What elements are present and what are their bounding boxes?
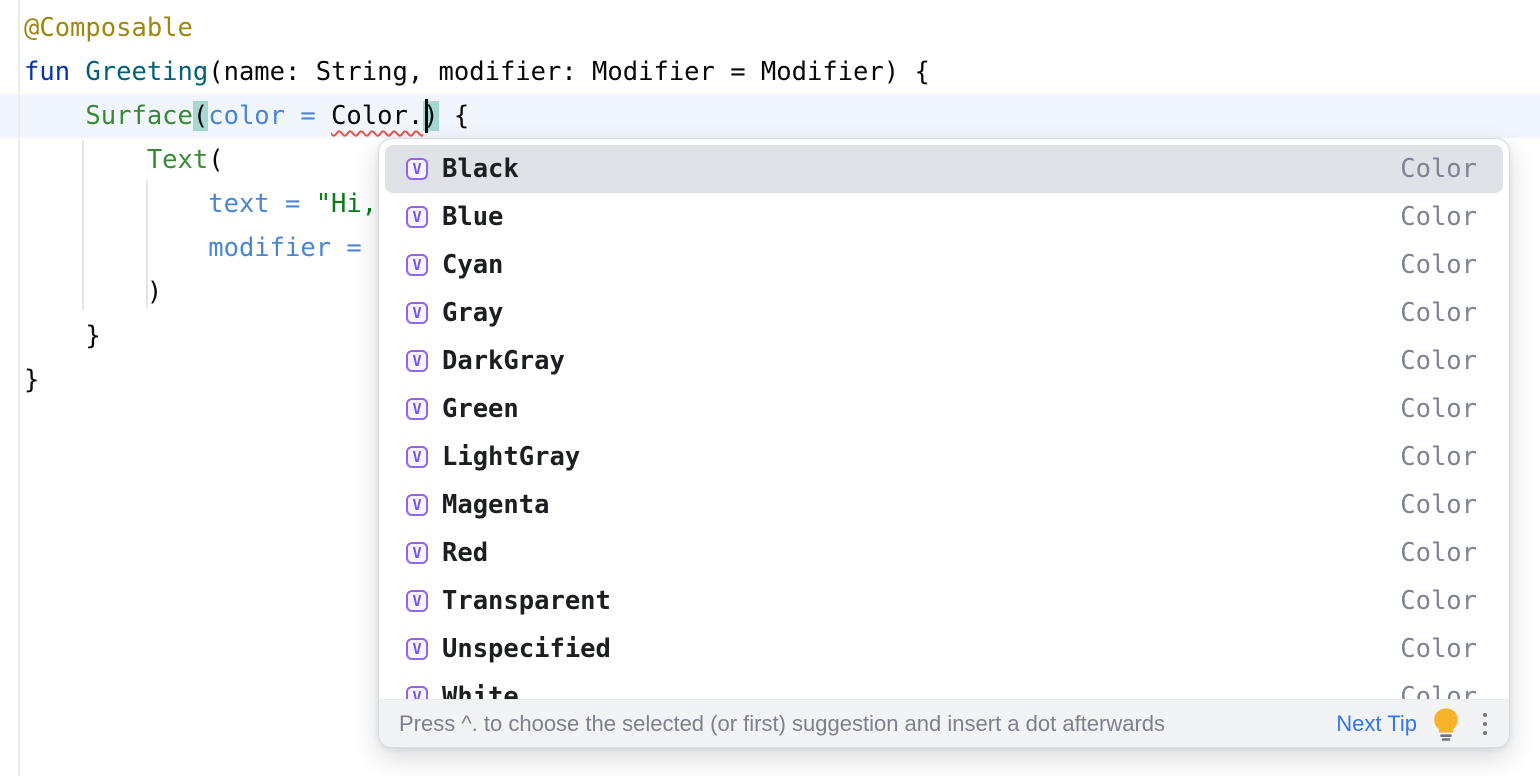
completion-item-type: Color (1400, 346, 1477, 376)
completion-item-type: Color (1400, 490, 1477, 520)
completion-item-darkgray[interactable]: V DarkGray Color (385, 337, 1503, 385)
completion-item-gray[interactable]: V Gray Color (385, 289, 1503, 337)
variable-icon: V (406, 398, 428, 420)
completion-item-type: Color (1400, 154, 1477, 184)
variable-icon: V (406, 638, 428, 660)
gutter-border (18, 0, 20, 776)
variable-icon: V (406, 446, 428, 468)
completion-item-white[interactable]: V White Color (385, 673, 1503, 699)
completion-item-type: Color (1400, 442, 1477, 472)
completion-item-magenta[interactable]: V Magenta Color (385, 481, 1503, 529)
variable-icon: V (406, 302, 428, 324)
completion-item-type: Color (1400, 682, 1477, 699)
completion-item-cyan[interactable]: V Cyan Color (385, 241, 1503, 289)
variable-icon: V (406, 206, 428, 228)
completion-item-blue[interactable]: V Blue Color (385, 193, 1503, 241)
completion-item-type: Color (1400, 586, 1477, 616)
completion-item-transparent[interactable]: V Transparent Color (385, 577, 1503, 625)
completion-item-label: White (442, 682, 519, 699)
completion-item-unspecified[interactable]: V Unspecified Color (385, 625, 1503, 673)
completion-item-type: Color (1400, 394, 1477, 424)
completion-item-green[interactable]: V Green Color (385, 385, 1503, 433)
code-line[interactable]: modifier = (208, 233, 378, 263)
next-tip-link[interactable]: Next Tip (1336, 710, 1417, 736)
completion-item-label: DarkGray (442, 346, 565, 376)
completion-item-red[interactable]: V Red Color (385, 529, 1503, 577)
completion-item-label: LightGray (442, 442, 581, 472)
completion-item-label: Unspecified (442, 634, 611, 664)
code-line[interactable]: } (24, 365, 40, 395)
variable-icon: V (406, 590, 428, 612)
completion-item-label: Magenta (442, 490, 550, 520)
variable-icon: V (406, 350, 428, 372)
completion-item-label: Blue (442, 202, 504, 232)
completion-item-type: Color (1400, 634, 1477, 664)
completion-item-label: Transparent (442, 586, 611, 616)
text-caret (425, 99, 428, 133)
completion-item-label: Black (442, 154, 519, 184)
indent-guide (82, 140, 84, 310)
variable-icon: V (406, 158, 428, 180)
completion-item-type: Color (1400, 250, 1477, 280)
completion-item-type: Color (1400, 538, 1477, 568)
variable-icon: V (406, 542, 428, 564)
completion-item-label: Cyan (442, 250, 504, 280)
code-line[interactable]: } (24, 321, 101, 351)
completion-item-type: Color (1400, 202, 1477, 232)
indent-guide (146, 180, 148, 308)
variable-icon: V (406, 254, 428, 276)
code-line[interactable]: ) (24, 277, 163, 307)
completion-item-black[interactable]: V Black Color (385, 145, 1503, 193)
code-line[interactable]: fun Greeting(name: String, modifier: Mod… (24, 57, 930, 87)
hint-text: Press ^. to choose the selected (or firs… (399, 710, 1166, 736)
code-line[interactable]: Text( (146, 145, 224, 175)
code-line[interactable]: text = "Hi, (208, 189, 378, 219)
completion-item-lightgray[interactable]: V LightGray Color (385, 433, 1503, 481)
variable-icon: V (406, 494, 428, 516)
kebab-menu-icon[interactable] (1475, 709, 1495, 739)
caret-line-highlight (0, 94, 1540, 138)
completion-hint-bar: Press ^. to choose the selected (or firs… (379, 699, 1509, 747)
completion-item-type: Color (1400, 298, 1477, 328)
completion-item-label: Red (442, 538, 489, 568)
code-line[interactable]: @Composable (24, 13, 193, 43)
variable-icon: V (406, 686, 428, 699)
code-line[interactable]: Surface(color = Color.) { (85, 101, 470, 131)
lightbulb-icon (1434, 708, 1458, 741)
completion-item-label: Gray (442, 298, 504, 328)
completion-item-label: Green (442, 394, 519, 424)
